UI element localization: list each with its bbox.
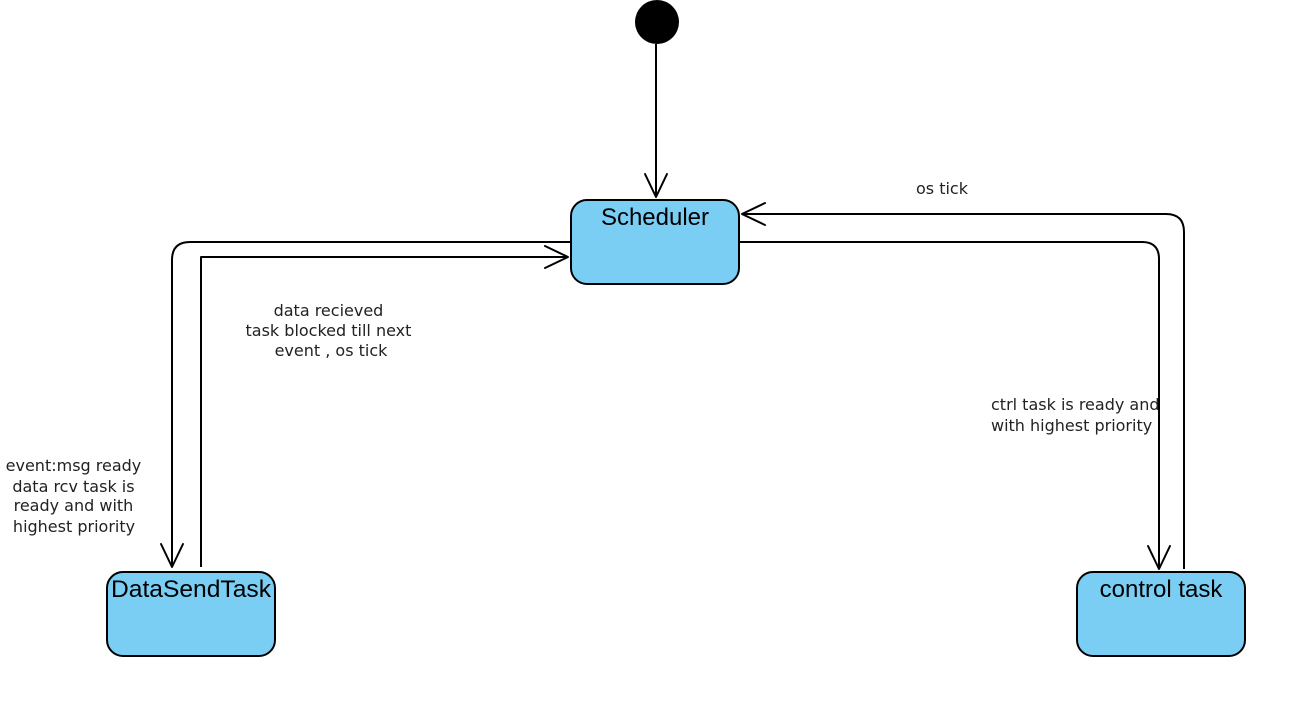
scheduler-to-datasendtask-edge [171,241,571,567]
label-ctrl-ready-line: ctrl task is ready and [991,395,1160,414]
state-scheduler-label: Scheduler [601,204,709,231]
state-controltask[interactable]: control task [1076,571,1246,657]
state-scheduler-box [570,199,740,285]
initial-node [635,0,679,44]
label-data-received-line: task blocked till next [246,321,412,340]
scheduler-to-controltask-edge [740,241,1160,569]
state-datasendtask[interactable]: DataSendTask [106,571,276,657]
datasendtask-to-scheduler-edge [200,256,568,567]
label-msg-ready: event:msg ready data rcv task is ready a… [6,456,147,536]
controltask-to-scheduler-edge [742,213,1185,569]
state-scheduler[interactable]: Scheduler [570,199,740,285]
label-os-tick-line: os tick [916,179,969,198]
label-ctrl-ready: ctrl task is ready and with highest prio… [991,395,1165,435]
scheduler-to-controltask-arrowhead [1147,545,1171,570]
label-msg-ready-line: event:msg ready [6,456,142,475]
scheduler-to-datasendtask-arrowhead [160,543,184,568]
state-controltask-box [1076,571,1246,657]
label-data-received: data recieved task blocked till next eve… [246,301,417,360]
datasendtask-to-scheduler-arrowhead [544,245,569,269]
controltask-to-scheduler-arrowhead [741,202,766,226]
label-msg-ready-line: ready and with [14,496,134,515]
label-data-received-line: data recieved [274,301,384,320]
label-ctrl-ready-line: with highest priority [991,416,1152,435]
state-datasendtask-box [106,571,276,657]
state-datasendtask-label: DataSendTask [111,576,272,603]
label-data-received-line: event , os tick [275,341,389,360]
state-controltask-label: control task [1100,576,1224,603]
label-msg-ready-line: data rcv task is [12,477,134,496]
label-msg-ready-line: highest priority [13,517,135,536]
initial-to-scheduler-arrowhead [644,173,668,198]
label-os-tick: os tick [916,179,969,198]
